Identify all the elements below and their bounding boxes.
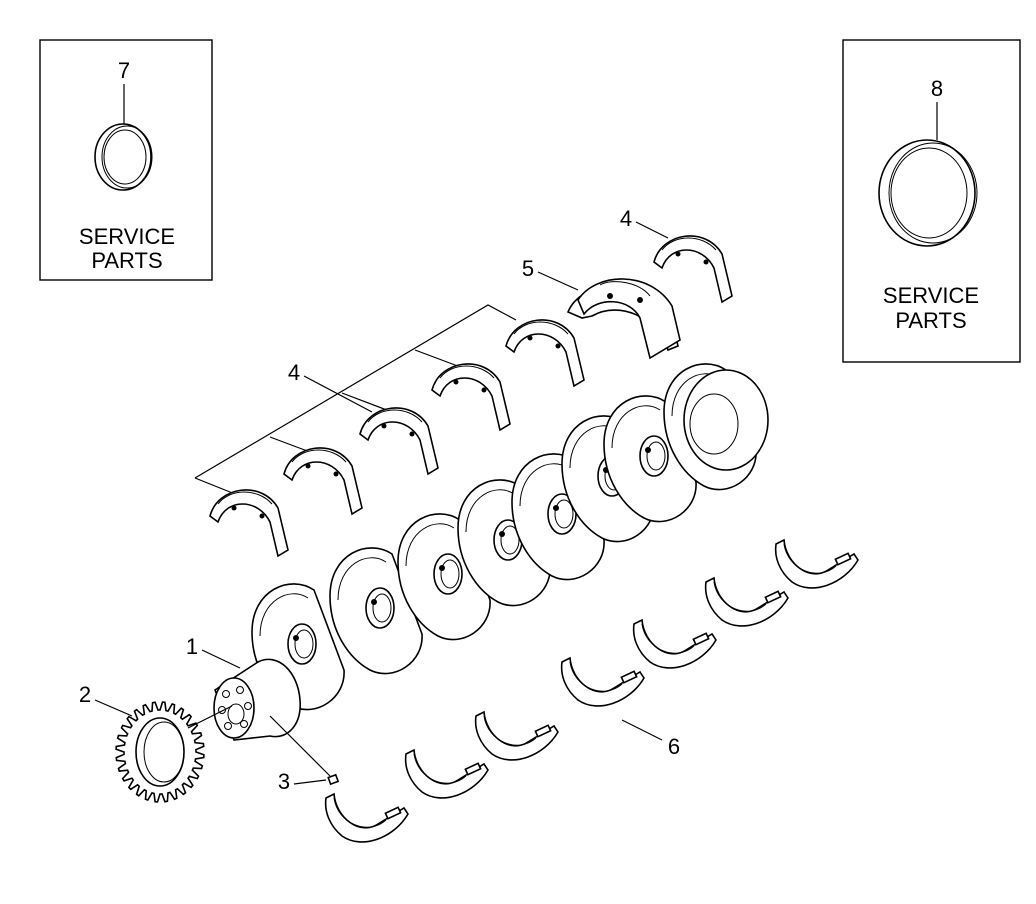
- upper-shell: [431, 363, 511, 432]
- lower-shell: [474, 710, 559, 761]
- service-box-left: 7 SERVICE PARTS: [39, 39, 213, 281]
- upper-shell: [283, 447, 363, 516]
- service-label-line1: SERVICE: [883, 283, 979, 308]
- callout-number: 1: [186, 634, 198, 659]
- service-label-line1: SERVICE: [79, 224, 175, 249]
- callout-4-bracket: 4: [288, 360, 373, 413]
- callout-6: 6: [621, 719, 680, 759]
- upper-shell: [653, 235, 733, 304]
- callout-number: 3: [278, 769, 290, 794]
- thrust-bearing: [566, 278, 681, 360]
- callout-4-upper: 4: [620, 206, 669, 239]
- upper-shell: [209, 489, 289, 558]
- crankshaft-gear: [115, 701, 205, 803]
- lower-shell: [704, 576, 789, 627]
- part-number-7: 7: [118, 58, 130, 83]
- callout-3: 3: [269, 715, 331, 794]
- upper-shell: [505, 319, 585, 388]
- lower-shell: [632, 618, 717, 669]
- seal-ring-7: [94, 123, 153, 191]
- callout-2: 2: [79, 682, 233, 729]
- service-box-right: 8 SERVICE PARTS: [842, 39, 1021, 363]
- callout-number: 4: [620, 206, 632, 231]
- lower-shell: [774, 538, 859, 589]
- lower-shell: [560, 656, 645, 707]
- woodruff-key: [327, 773, 340, 786]
- callout-number: 6: [668, 734, 680, 759]
- callout-1: 1: [186, 634, 241, 669]
- seal-ring-8: [878, 139, 978, 247]
- crankshaft: [213, 363, 769, 741]
- lower-bearing-shells: [324, 538, 859, 843]
- upper-bearing-shells: [194, 235, 733, 558]
- callout-number: 4: [288, 360, 300, 385]
- service-label-line2: PARTS: [91, 248, 162, 273]
- lower-shell: [324, 792, 409, 843]
- lower-shell: [404, 748, 489, 799]
- callout-number: 5: [522, 256, 534, 281]
- callout-5: 5: [522, 256, 579, 291]
- service-label-line2: PARTS: [895, 308, 966, 333]
- part-number-8: 8: [931, 76, 943, 101]
- upper-shell: [359, 407, 439, 476]
- callout-number: 2: [79, 682, 91, 707]
